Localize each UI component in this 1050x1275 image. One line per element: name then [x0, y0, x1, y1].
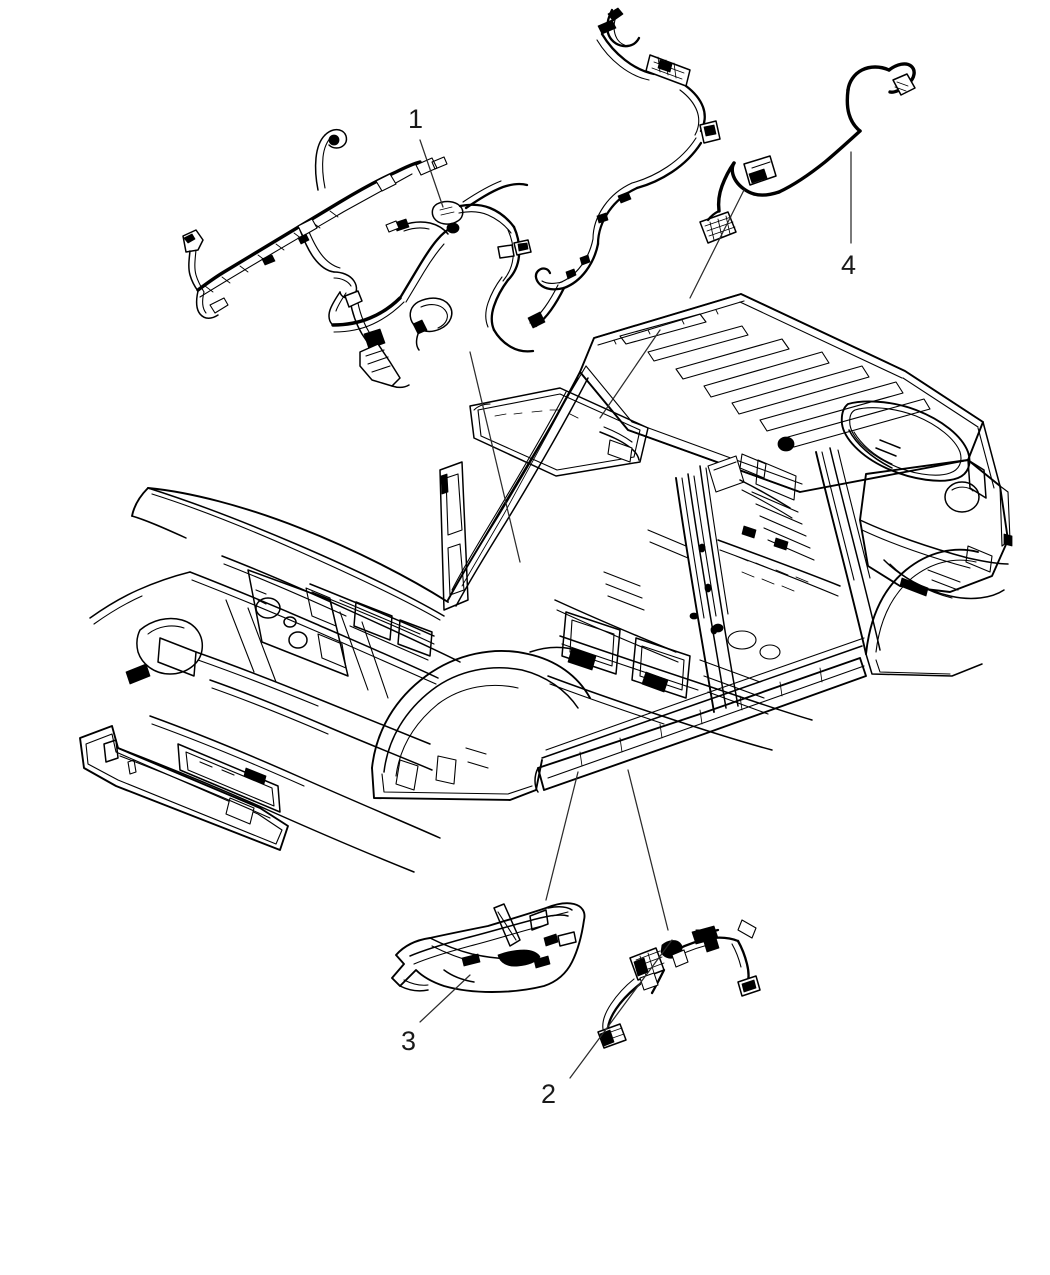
door-opening-detail: [554, 436, 815, 663]
rear-wheel-arch: [865, 548, 983, 677]
part-4-overhead-harness: [699, 62, 916, 244]
part-3-tunnel-shield: [391, 902, 586, 993]
callout-label-4: 4: [841, 250, 857, 280]
vehicle-body-shell: [79, 293, 1013, 873]
leader-callout-2: [569, 939, 673, 1079]
leader-part2-to-body: [627, 769, 669, 931]
front-wheel-arch: [371, 646, 591, 801]
quarter-window: [840, 400, 971, 482]
front-bumper-beam: [79, 715, 441, 873]
sunroof-opening: [469, 387, 649, 477]
callout-label-3: 3: [401, 1026, 417, 1056]
part-2-door-harness: [597, 919, 761, 1049]
leader-harness1-to-body: [469, 351, 521, 563]
rocker-sill: [534, 637, 867, 793]
leader-part3-to-body: [545, 771, 579, 901]
leader-lines: [419, 139, 852, 1079]
callout-label-2: 2: [541, 1079, 557, 1109]
cowl-structure: [125, 555, 461, 771]
leader-harness4-to-body: [689, 189, 745, 299]
c-pillar: [815, 447, 881, 655]
leader-roof-to-sunroof: [599, 329, 661, 419]
rear-quarter-panel: [859, 459, 1013, 600]
rear-hatch-edge: [967, 421, 1001, 499]
b-pillar: [675, 455, 745, 713]
leader-callout-1: [419, 139, 444, 208]
part-1-instrument-panel-harness: [182, 128, 535, 389]
roof-headliner-harness: [527, 7, 721, 329]
callout-label-1: 1: [408, 104, 424, 134]
roof-panel: [579, 293, 984, 493]
leader-callout-3: [419, 974, 471, 1023]
hood-panel: [89, 487, 449, 625]
floor-pan: [547, 525, 841, 751]
